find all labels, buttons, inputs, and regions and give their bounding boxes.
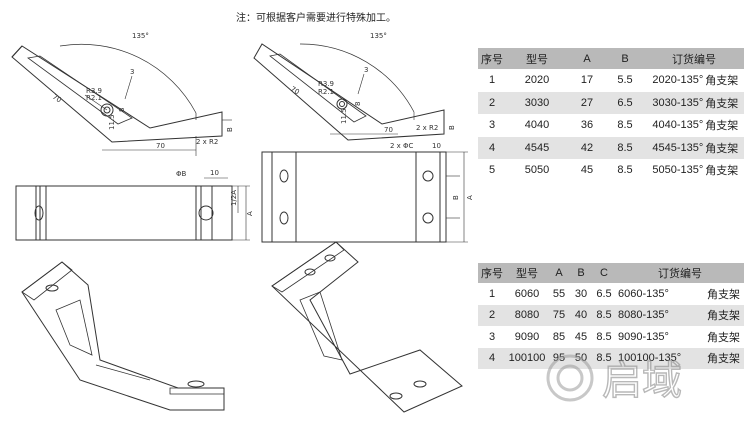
dim-right-b2: B [452, 195, 460, 200]
header-model: 型号 [506, 48, 568, 69]
dim-right-8: 8 [354, 102, 362, 106]
left-side-view [11, 43, 232, 156]
dim-right-70a: 70 [289, 85, 301, 97]
header-b: B [570, 263, 592, 283]
dim-left-r39: R3.9 [86, 87, 102, 95]
dim-right-r21: R2.1 [318, 88, 334, 96]
note-text: 注：可根据客户需要进行特殊加工。 [236, 13, 396, 24]
dim-left-3: 3 [130, 68, 134, 76]
right-iso-view [271, 241, 463, 413]
left-front-view [15, 177, 250, 241]
angle-label-left: 135° [132, 32, 149, 40]
dim-left-a: A [246, 211, 254, 216]
dim-left-half-a: 1/2A [230, 190, 238, 206]
right-front-view [261, 151, 468, 243]
header-a: A [568, 48, 606, 69]
header-b: B [606, 48, 644, 69]
header-c: C [592, 263, 616, 283]
watermark-logo: 启域 [546, 354, 683, 405]
header-a: A [548, 263, 570, 283]
dim-left-2xr2: 2 x R2 [196, 138, 218, 146]
dim-right-2xr2: 2 x R2 [416, 124, 438, 132]
dim-right-2xphic: 2 x ΦC [390, 142, 414, 150]
header-order: 订货编号 [644, 48, 744, 69]
dim-left-b: B [226, 127, 234, 132]
dim-right-70b: 70 [384, 126, 393, 134]
dim-right-3: 3 [364, 66, 368, 74]
watermark-text: 启域 [602, 358, 682, 404]
dim-right-b: B [448, 125, 456, 130]
dim-left-70a: 70 [51, 93, 63, 105]
header-model: 型号 [506, 263, 548, 283]
dim-left-phib: ΦB [176, 170, 187, 178]
dim-right-r39: R3.9 [318, 80, 334, 88]
dim-left-70b: 70 [156, 142, 165, 150]
angle-label-right: 135° [370, 32, 387, 40]
dim-left-r21: R2.1 [86, 94, 102, 102]
dim-right-115: 11.5 [340, 108, 348, 124]
header-no: 序号 [478, 48, 506, 69]
dim-left-8: 8 [118, 108, 126, 112]
dim-left-115: 11.5 [108, 114, 116, 130]
dim-right-a: A [466, 195, 474, 200]
right-side-view [253, 43, 445, 141]
header-no: 序号 [478, 263, 506, 283]
left-iso-view [21, 261, 225, 411]
dim-left-10: 10 [210, 169, 219, 177]
header-order: 订货编号 [616, 263, 744, 283]
dim-right-10: 10 [432, 142, 441, 150]
